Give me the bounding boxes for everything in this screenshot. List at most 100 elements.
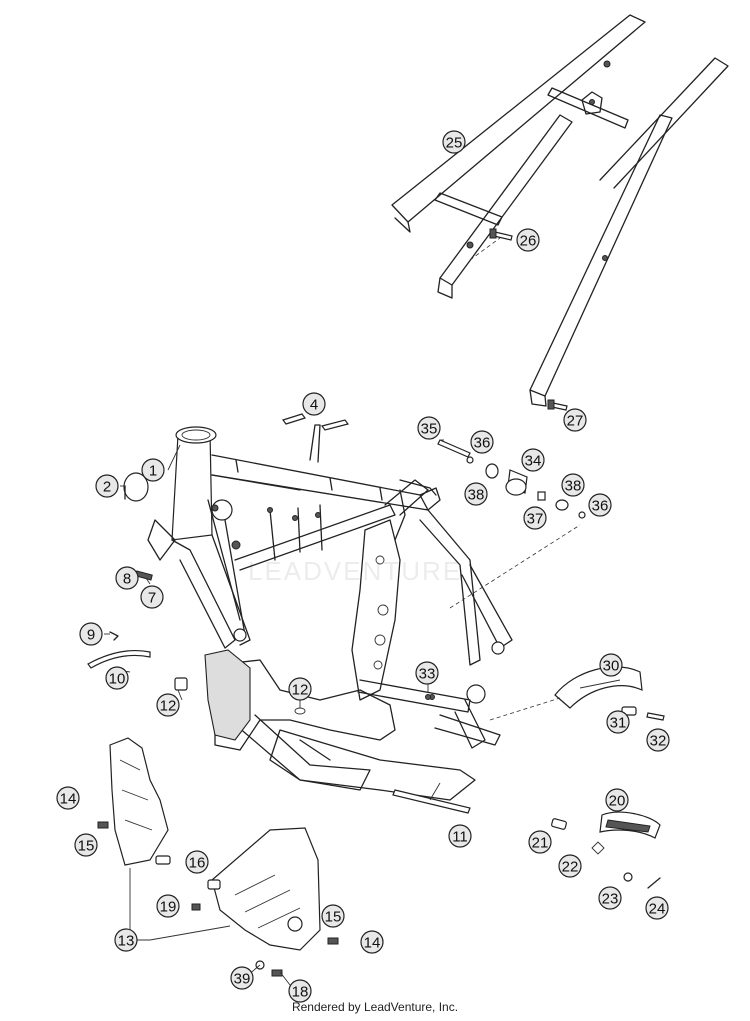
callout-label: 36 bbox=[474, 435, 491, 452]
callout-circle bbox=[156, 693, 180, 717]
callout-label: 10 bbox=[109, 671, 126, 688]
callout-c26: 26 bbox=[516, 228, 540, 252]
callout-c11: 11 bbox=[448, 824, 472, 848]
callout-circle bbox=[521, 448, 545, 472]
callout-label: 30 bbox=[603, 658, 620, 675]
callout-circle bbox=[599, 653, 623, 677]
callout-c38b: 38 bbox=[561, 473, 585, 497]
callout-circle bbox=[645, 896, 669, 920]
callout-label: 33 bbox=[419, 666, 436, 683]
small-parts bbox=[87, 413, 665, 889]
callout-label: 9 bbox=[87, 627, 95, 644]
callout-circle bbox=[417, 416, 441, 440]
callout-circle bbox=[156, 894, 180, 918]
callout-label: 38 bbox=[565, 478, 582, 495]
callout-label: 16 bbox=[189, 855, 206, 872]
callout-c25: 25 bbox=[442, 130, 466, 154]
callout-label: 20 bbox=[609, 793, 626, 810]
callout-c22: 22 bbox=[558, 854, 582, 878]
callout-c19: 19 bbox=[156, 894, 180, 918]
callout-label: 22 bbox=[562, 859, 579, 876]
callout-c7: 7 bbox=[140, 585, 164, 609]
callout-circle bbox=[442, 130, 466, 154]
callout-c15a: 15 bbox=[74, 833, 98, 857]
callout-c34: 34 bbox=[521, 448, 545, 472]
callout-label: 26 bbox=[520, 233, 537, 250]
callout-label: 1 bbox=[149, 463, 157, 480]
callout-circle bbox=[140, 585, 164, 609]
callout-circle bbox=[321, 904, 345, 928]
callout-c32: 32 bbox=[646, 728, 670, 752]
callout-c20: 20 bbox=[605, 788, 629, 812]
callout-circle bbox=[185, 850, 209, 874]
callout-c31: 31 bbox=[606, 710, 630, 734]
callout-circle bbox=[558, 854, 582, 878]
callout-c13: 13 bbox=[114, 928, 138, 952]
callout-c35: 35 bbox=[417, 416, 441, 440]
callout-circle bbox=[95, 474, 119, 498]
callout-label: 14 bbox=[364, 935, 381, 952]
callout-c14a: 14 bbox=[56, 786, 80, 810]
callout-c37: 37 bbox=[523, 506, 547, 530]
callout-label: 31 bbox=[610, 715, 627, 732]
callout-label: 32 bbox=[650, 733, 667, 750]
callout-c4: 4 bbox=[302, 392, 326, 416]
callout-label: 14 bbox=[60, 791, 77, 808]
callout-label: 36 bbox=[592, 498, 609, 515]
callout-label: 34 bbox=[525, 453, 542, 470]
callout-c10: 10 bbox=[105, 666, 129, 690]
callout-c8: 8 bbox=[115, 566, 139, 590]
callout-circle bbox=[360, 930, 384, 954]
callout-circle bbox=[448, 824, 472, 848]
callout-c15b: 15 bbox=[321, 904, 345, 928]
callout-label: 21 bbox=[532, 835, 549, 852]
callout-circle bbox=[115, 566, 139, 590]
callout-circle bbox=[563, 408, 587, 432]
callout-c18: 18 bbox=[288, 979, 312, 1003]
frame-protectors bbox=[97, 737, 339, 977]
callout-label: 25 bbox=[446, 135, 463, 152]
callout-label: 4 bbox=[310, 397, 318, 414]
callout-c14b: 14 bbox=[360, 930, 384, 954]
callout-label: 37 bbox=[527, 511, 544, 528]
callout-label: 35 bbox=[421, 421, 438, 438]
callout-label: 12 bbox=[292, 682, 309, 699]
callout-circle bbox=[415, 661, 439, 685]
callout-circle bbox=[230, 966, 254, 990]
callout-c30: 30 bbox=[599, 653, 623, 677]
callout-c16: 16 bbox=[185, 850, 209, 874]
callout-circle bbox=[56, 786, 80, 810]
callout-label: 39 bbox=[234, 971, 251, 988]
callout-circle bbox=[598, 886, 622, 910]
subframe-drawing bbox=[391, 14, 729, 411]
callout-label: 8 bbox=[123, 571, 131, 588]
callout-c38a: 38 bbox=[464, 482, 488, 506]
callout-label: 23 bbox=[602, 891, 619, 908]
callout-circle bbox=[470, 430, 494, 454]
callout-label: 7 bbox=[148, 590, 156, 607]
callout-label: 18 bbox=[292, 984, 309, 1001]
callout-circle bbox=[302, 392, 326, 416]
callout-c27: 27 bbox=[563, 408, 587, 432]
callout-label: 38 bbox=[468, 487, 485, 504]
callout-circle bbox=[288, 677, 312, 701]
leader-lines bbox=[104, 237, 581, 986]
callout-c2: 2 bbox=[95, 474, 119, 498]
callout-label: 11 bbox=[452, 829, 468, 846]
callout-c12a: 12 bbox=[156, 693, 180, 717]
callout-circle bbox=[464, 482, 488, 506]
callout-label: 24 bbox=[649, 901, 666, 918]
callout-c1: 1 bbox=[141, 458, 165, 482]
callout-c36b: 36 bbox=[588, 493, 612, 517]
callout-c36a: 36 bbox=[470, 430, 494, 454]
callout-circle bbox=[105, 666, 129, 690]
callout-label: 15 bbox=[78, 838, 95, 855]
watermark-text: LEADVENTURE bbox=[248, 556, 462, 586]
callout-circle bbox=[288, 979, 312, 1003]
callout-circle bbox=[561, 473, 585, 497]
callout-circle bbox=[606, 710, 630, 734]
callout-label: 15 bbox=[325, 909, 342, 926]
callout-circle bbox=[114, 928, 138, 952]
callout-c12b: 12 bbox=[288, 677, 312, 701]
